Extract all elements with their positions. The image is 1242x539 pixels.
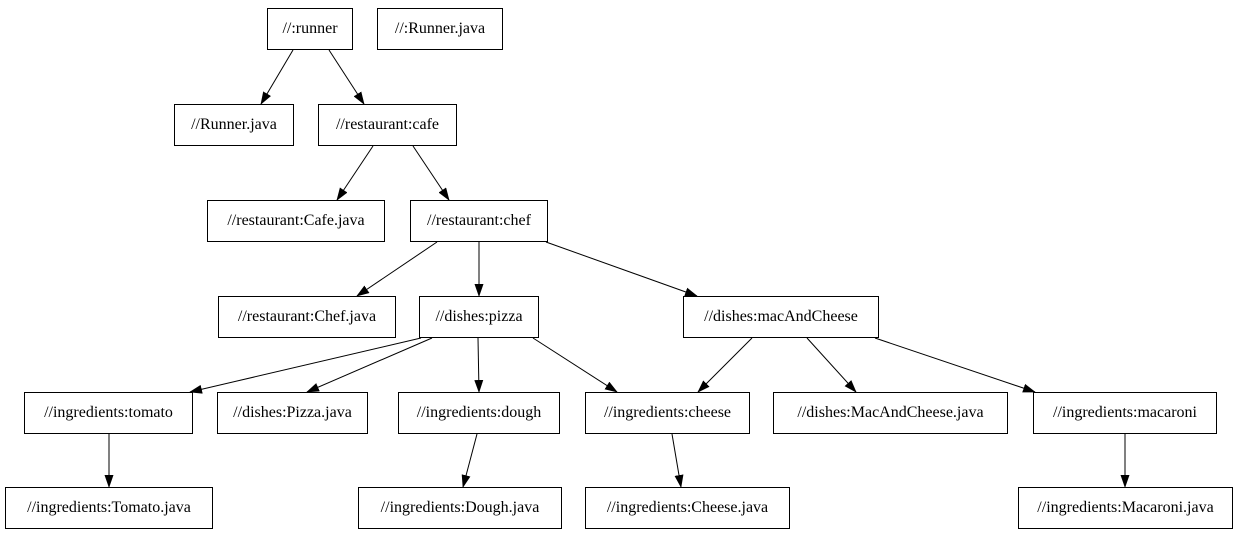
graph-node-pizza-java: //dishes:Pizza.java <box>217 392 368 434</box>
graph-node-cheese-java: //ingredients:Cheese.java <box>585 487 790 529</box>
graph-node-runner: //:runner <box>267 8 353 50</box>
graph-node-cafe: //restaurant:cafe <box>318 104 457 146</box>
graph-node-dough: //ingredients:dough <box>398 392 560 434</box>
edge-cafe-to-cafe-java <box>336 145 374 201</box>
graph-node-tomato: //ingredients:tomato <box>24 392 193 434</box>
edge-chef-to-mac-and-cheese <box>545 241 698 297</box>
edge-mac-and-cheese-to-macaroni <box>874 337 1036 393</box>
graph-node-mac-and-cheese: //dishes:macAndCheese <box>683 296 879 338</box>
edge-pizza-to-tomato <box>189 337 422 394</box>
graph-node-chef-java: //restaurant:Chef.java <box>218 296 396 338</box>
graph-node-macaroni-java: //ingredients:Macaroni.java <box>1018 487 1233 529</box>
graph-node-chef: //restaurant:chef <box>410 200 548 242</box>
graph-node-mac-and-cheese-java: //dishes:MacAndCheese.java <box>773 392 1008 434</box>
edge-pizza-to-pizza-java <box>306 337 433 393</box>
graph-node-cafe-java: //restaurant:Cafe.java <box>207 200 385 242</box>
graph-node-cheese: //ingredients:cheese <box>585 392 750 434</box>
graph-node-tomato-java: //ingredients:Tomato.java <box>5 487 213 529</box>
edge-mac-and-cheese-to-cheese <box>697 337 753 393</box>
graph-node-macaroni: //ingredients:macaroni <box>1033 392 1217 434</box>
edge-cheese-to-cheese-java <box>671 433 684 488</box>
edge-runner-to-cafe <box>328 49 365 105</box>
graph-node-pizza: //dishes:pizza <box>419 296 539 338</box>
graph-node-runner-java: //Runner.java <box>174 104 294 146</box>
edge-dough-to-dough-java <box>461 433 478 488</box>
edge-runner-to-runner-java <box>260 49 294 105</box>
edge-pizza-to-cheese <box>532 337 618 393</box>
edge-cafe-to-chef <box>412 145 450 201</box>
graph-node-runner-java-top: //:Runner.java <box>377 8 503 50</box>
edge-mac-and-cheese-to-mac-and-cheese-java <box>806 337 857 393</box>
edge-pizza-to-dough <box>474 337 484 393</box>
graph-node-dough-java: //ingredients:Dough.java <box>358 487 562 529</box>
edge-chef-to-chef-java <box>356 241 438 297</box>
